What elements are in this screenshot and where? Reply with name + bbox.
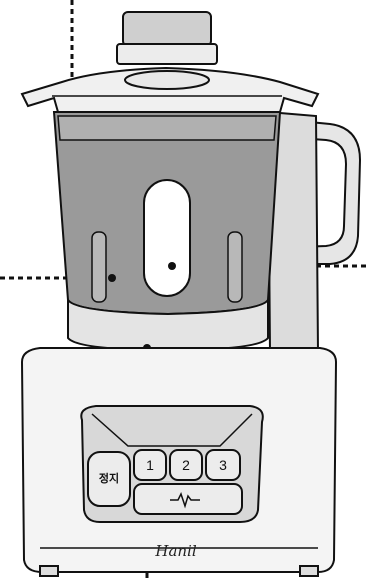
button-speed-3[interactable]: 3 (206, 450, 240, 480)
button-pulse[interactable] (134, 484, 242, 514)
level-window (144, 180, 190, 296)
speed-1-label: 1 (146, 457, 154, 473)
bowl (54, 112, 280, 314)
button-speed-1[interactable]: 1 (134, 450, 166, 480)
stop-label: 정지 (99, 471, 119, 485)
button-stop[interactable]: 정지 (88, 452, 130, 506)
feed-tube (117, 12, 217, 64)
lid (22, 68, 318, 112)
speed-2-label: 2 (182, 457, 190, 473)
jar-handle (268, 112, 360, 352)
speed-3-label: 3 (219, 457, 227, 473)
brand-logo: Hanil (154, 542, 196, 560)
button-speed-2[interactable]: 2 (170, 450, 202, 480)
